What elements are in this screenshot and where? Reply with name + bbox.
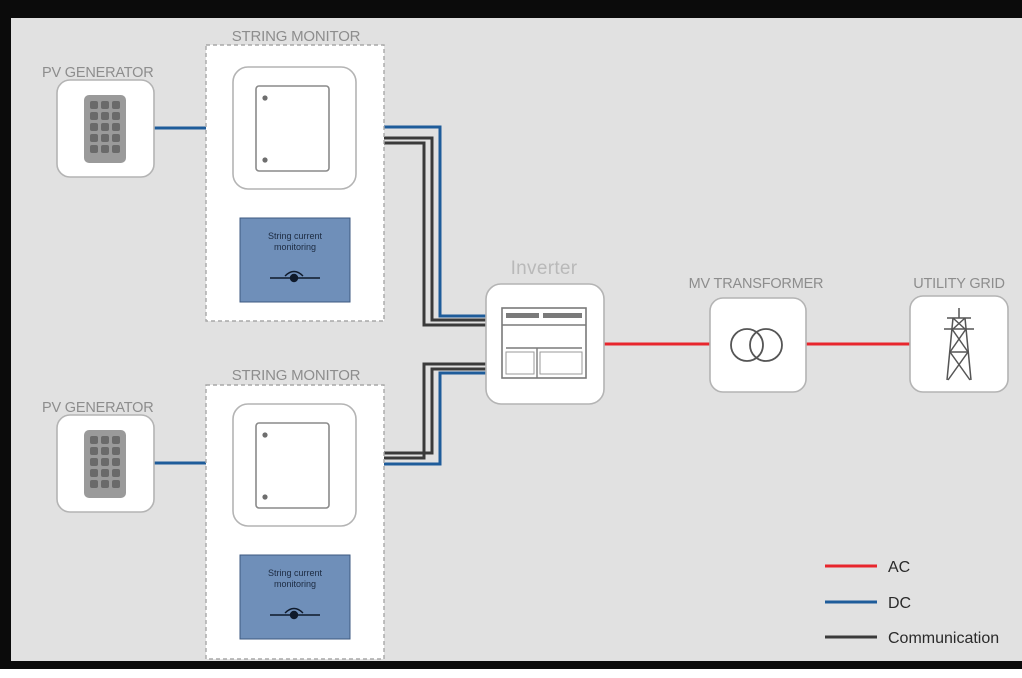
comm-line-sm1-inverter-a xyxy=(384,136,486,322)
pv-generator-label-2: PV GENERATOR xyxy=(42,400,153,416)
string-monitor-label-2: STRING MONITOR xyxy=(232,367,361,384)
inverter-label: Inverter xyxy=(511,258,578,279)
string-current-label-2a: String current xyxy=(268,568,323,578)
string-monitor-door-2 xyxy=(255,422,330,509)
string-current-label-1a: String current xyxy=(268,231,323,241)
transmission-tower-icon xyxy=(944,308,974,381)
current-sensor-icon xyxy=(270,607,320,620)
mv-transformer-box xyxy=(709,297,807,393)
legend-ac-label: AC xyxy=(888,559,910,576)
string-monitor-door-1 xyxy=(255,85,330,172)
utility-grid-box xyxy=(909,295,1009,393)
comm-line-sm2-inverter-b xyxy=(384,362,486,460)
string-current-panel-1 xyxy=(239,217,351,303)
legend-communication-label: Communication xyxy=(888,630,999,647)
legend: AC DC Communication xyxy=(825,559,999,647)
dc-line-sm2-inverter xyxy=(384,371,486,466)
screw-icon xyxy=(262,157,268,163)
top-border xyxy=(0,0,1022,6)
current-sensor-icon xyxy=(270,270,320,283)
solar-panel-icon xyxy=(84,95,126,163)
string-current-panel-2 xyxy=(239,554,351,640)
utility-grid-label: UTILITY GRID xyxy=(913,276,1005,292)
screw-icon xyxy=(262,432,268,438)
comm-line-sm2-inverter-a xyxy=(384,367,486,455)
comm-line-sm1-inverter-b xyxy=(384,141,486,327)
string-monitor-label-1: STRING MONITOR xyxy=(232,28,361,45)
string-current-label-1b: monitoring xyxy=(274,242,316,252)
pv-generator-label-1: PV GENERATOR xyxy=(42,65,153,81)
inverter-icon xyxy=(501,307,587,379)
screw-icon xyxy=(262,95,268,101)
transformer-icon xyxy=(730,328,783,362)
solar-panel-icon xyxy=(84,430,126,498)
dc-line-sm1-inverter xyxy=(384,125,486,318)
mv-transformer-label: MV TRANSFORMER xyxy=(689,276,824,292)
legend-dc-label: DC xyxy=(888,595,911,612)
string-current-label-2b: monitoring xyxy=(274,579,316,589)
screw-icon xyxy=(262,494,268,500)
